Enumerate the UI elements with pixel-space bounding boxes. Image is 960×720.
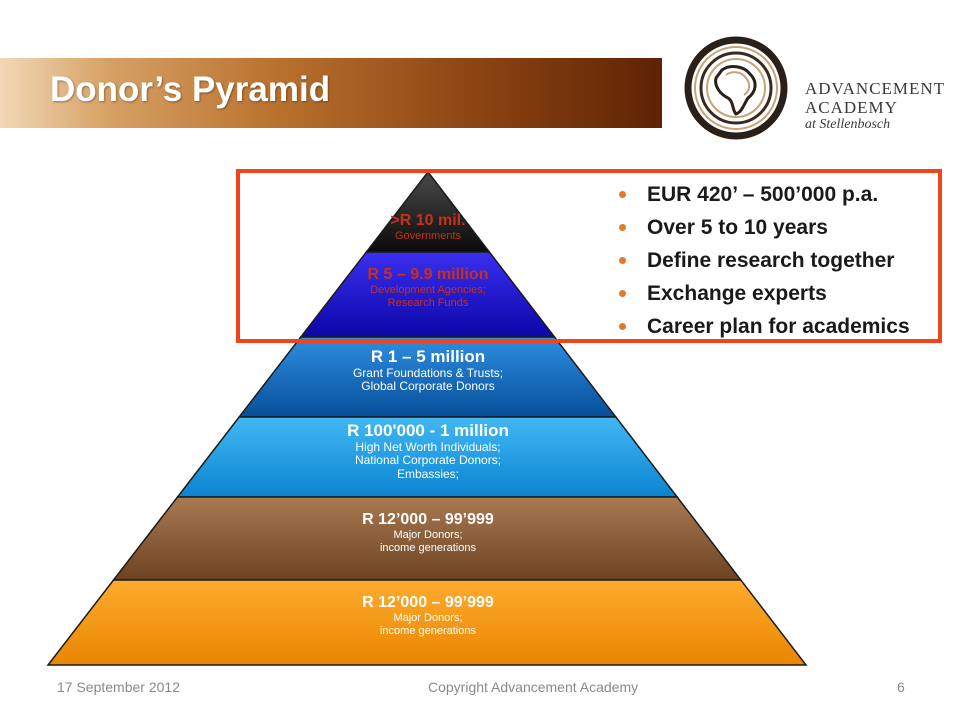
logo-line-1: ADVANCEMENT: [805, 79, 946, 98]
tier-description: High Net Worth Individuals;: [355, 439, 501, 454]
tier-description: Grant Foundations & Trusts;: [352, 365, 504, 380]
tier-amount: R 12’000 – 99’999: [362, 594, 494, 611]
highlight-bullet-item: Over 5 to 10 years: [617, 211, 910, 244]
bullet-dot-icon: [619, 191, 626, 198]
tier-description: income generations: [379, 625, 476, 638]
tier-description: Development Agencies;: [370, 284, 486, 297]
bullet-dot-icon: [619, 290, 626, 297]
highlight-bullet-item: Exchange experts: [617, 277, 910, 310]
highlight-box: [236, 169, 942, 343]
tier-amount: R 5 – 9.9 million: [367, 266, 489, 283]
tier-description: Governments: [394, 230, 462, 243]
footer-copyright: Copyright Advancement Academy: [428, 679, 639, 695]
highlight-bullets: EUR 420’ – 500’000 p.a. Over 5 to 10 year…: [617, 178, 910, 343]
highlight-bullet-item: Define research together: [617, 244, 910, 277]
tier-amount: R 12’000 – 99’999: [362, 511, 494, 528]
tier-amount: R 1 – 5 million: [370, 347, 486, 366]
bullet-text: Over 5 to 10 years: [647, 216, 828, 239]
pyramid-tier-6: [46, 579, 808, 666]
logo-line-3: at Stellenbosch: [805, 117, 891, 132]
bullet-dot-icon: [619, 323, 626, 330]
tier-amount: R 100'000 - 1 million: [347, 421, 509, 440]
tier-description: Research Funds: [387, 297, 469, 310]
bullet-text: EUR 420’ – 500’000 p.a.: [647, 183, 879, 206]
slide-title: Donor’s Pyramid: [50, 70, 331, 109]
logo-line-2: ACADEMY: [805, 98, 898, 117]
tier-description: income generations: [379, 542, 476, 555]
highlight-bullet-item: EUR 420’ – 500’000 p.a.: [617, 178, 910, 211]
bullet-text: Exchange experts: [647, 282, 827, 305]
bullet-text: Define research together: [647, 249, 895, 272]
tier-description: Major Donors;: [393, 529, 463, 542]
bullet-text: Career plan for academics: [647, 315, 910, 338]
bullet-dot-icon: [619, 224, 626, 231]
tier-description: Global Corporate Donors: [361, 379, 495, 394]
tier-description: Embassies;: [396, 467, 460, 482]
advancement-academy-logo-icon: [684, 36, 788, 140]
title-bar: [0, 58, 662, 128]
tier-description: National Corporate Donors;: [354, 453, 502, 468]
highlight-bullet-item: Career plan for academics: [617, 310, 910, 343]
logo-text: ADVANCEMENT ACADEMY at Stellenbosch: [805, 80, 945, 132]
bullet-dot-icon: [619, 257, 626, 264]
footer-page-number: 6: [897, 679, 905, 695]
tier-description: Major Donors;: [393, 612, 463, 625]
tier-amount: >R 10 mil.: [390, 212, 466, 229]
footer-date: 17 September 2012: [57, 679, 180, 695]
pyramid-tier-1-label: >R 10 mil.Governments: [268, 212, 588, 243]
